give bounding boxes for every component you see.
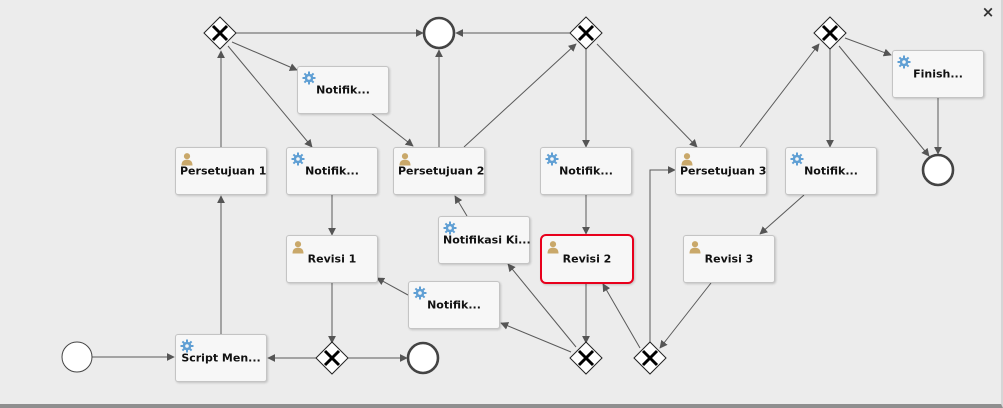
task-finish[interactable]: Finish... bbox=[892, 50, 984, 98]
exclusive-gateway-6[interactable] bbox=[633, 341, 667, 375]
task-script-men[interactable]: Script Men... bbox=[175, 334, 267, 382]
gear-icon bbox=[790, 152, 804, 166]
flow-persetujuan3-gw6 bbox=[739, 43, 820, 148]
gear-icon bbox=[897, 55, 911, 69]
task-label: Persetujuan 3 bbox=[680, 164, 767, 178]
flow-gw1-notifik-mid bbox=[227, 45, 313, 148]
end-event-right[interactable] bbox=[921, 153, 955, 187]
task-label: Notifik... bbox=[427, 298, 481, 312]
flow-gw5-persetujuan3 bbox=[649, 166, 676, 342]
task-label: Revisi 1 bbox=[307, 252, 357, 266]
gear-icon bbox=[545, 152, 559, 166]
user-task-icon bbox=[688, 240, 702, 254]
task-persetujuan-3[interactable]: Persetujuan 3 bbox=[675, 147, 767, 195]
sequence-flows bbox=[92, 29, 942, 362]
task-persetujuan-1[interactable]: Persetujuan 1 bbox=[175, 147, 267, 195]
task-label: Persetujuan 1 bbox=[180, 164, 267, 178]
task-label: Script Men... bbox=[181, 351, 261, 365]
events bbox=[61, 16, 955, 375]
task-label: Notifik... bbox=[316, 83, 370, 97]
task-revisi-1[interactable]: Revisi 1 bbox=[286, 235, 378, 283]
gear-icon bbox=[413, 286, 427, 300]
flow-gw4-notifikasi-ki bbox=[507, 263, 577, 348]
task-label: Notifik... bbox=[305, 164, 359, 178]
flow-gw6-finish bbox=[844, 37, 892, 57]
task-notifikasi-ki[interactable]: Notifikasi Ki... bbox=[438, 216, 531, 264]
flow-notifik-right-revisi3 bbox=[759, 194, 805, 235]
start-event[interactable] bbox=[61, 341, 93, 373]
exclusive-gateway-5[interactable] bbox=[569, 341, 603, 375]
flow-gw4-notifik-low bbox=[500, 322, 572, 353]
task-revisi-2-active[interactable]: Revisi 2 bbox=[540, 234, 634, 284]
close-button[interactable]: × bbox=[981, 3, 995, 21]
task-notifik-center[interactable]: Notifik... bbox=[540, 147, 632, 195]
flow-gw1-notifik-top bbox=[231, 41, 298, 71]
flow-persetujuan2-gw2 bbox=[463, 43, 577, 148]
task-label: Notifik... bbox=[804, 164, 858, 178]
gear-icon bbox=[443, 221, 457, 235]
gateways bbox=[203, 16, 847, 375]
task-notifik-low[interactable]: Notifik... bbox=[408, 281, 500, 329]
task-notifik-top[interactable]: Notifik... bbox=[297, 66, 389, 114]
task-notifik-mid[interactable]: Notifik... bbox=[286, 147, 378, 195]
task-label: Persetujuan 2 bbox=[398, 164, 485, 178]
task-label: Finish... bbox=[913, 67, 963, 81]
flow-notifik-top-persetujuan2 bbox=[370, 112, 414, 147]
task-notifik-right[interactable]: Notifik... bbox=[785, 147, 877, 195]
user-task-icon bbox=[680, 152, 694, 166]
flow-gw2-persetujuan3 bbox=[596, 43, 698, 148]
task-label: Notifikasi Ki... bbox=[443, 233, 531, 247]
user-task-icon bbox=[291, 240, 305, 254]
task-label: Revisi 2 bbox=[562, 252, 612, 266]
user-task-icon bbox=[546, 240, 560, 254]
gear-icon bbox=[291, 152, 305, 166]
task-label: Revisi 3 bbox=[704, 252, 754, 266]
user-task-icon bbox=[398, 152, 412, 166]
exclusive-gateway-1[interactable] bbox=[203, 16, 237, 50]
exclusive-gateway-2[interactable] bbox=[569, 16, 603, 50]
exclusive-gateway-3[interactable] bbox=[813, 16, 847, 50]
flow-gw5-revisi2 bbox=[602, 283, 641, 349]
task-label: Notifik... bbox=[559, 164, 613, 178]
user-task-icon bbox=[180, 152, 194, 166]
flow-notifik-low-revisi1 bbox=[376, 277, 409, 296]
gear-icon bbox=[302, 71, 316, 85]
task-revisi-3[interactable]: Revisi 3 bbox=[683, 235, 775, 283]
end-event-top[interactable] bbox=[422, 16, 456, 50]
flow-revisi3-gw5 bbox=[659, 282, 712, 349]
end-event-bottom[interactable] bbox=[406, 341, 440, 375]
exclusive-gateway-4[interactable] bbox=[315, 341, 349, 375]
flow-notifikasi-ki-persetujuan2 bbox=[454, 195, 468, 217]
flow-gw6-end3 bbox=[838, 45, 930, 157]
task-persetujuan-2[interactable]: Persetujuan 2 bbox=[393, 147, 485, 195]
gear-icon bbox=[180, 339, 194, 353]
